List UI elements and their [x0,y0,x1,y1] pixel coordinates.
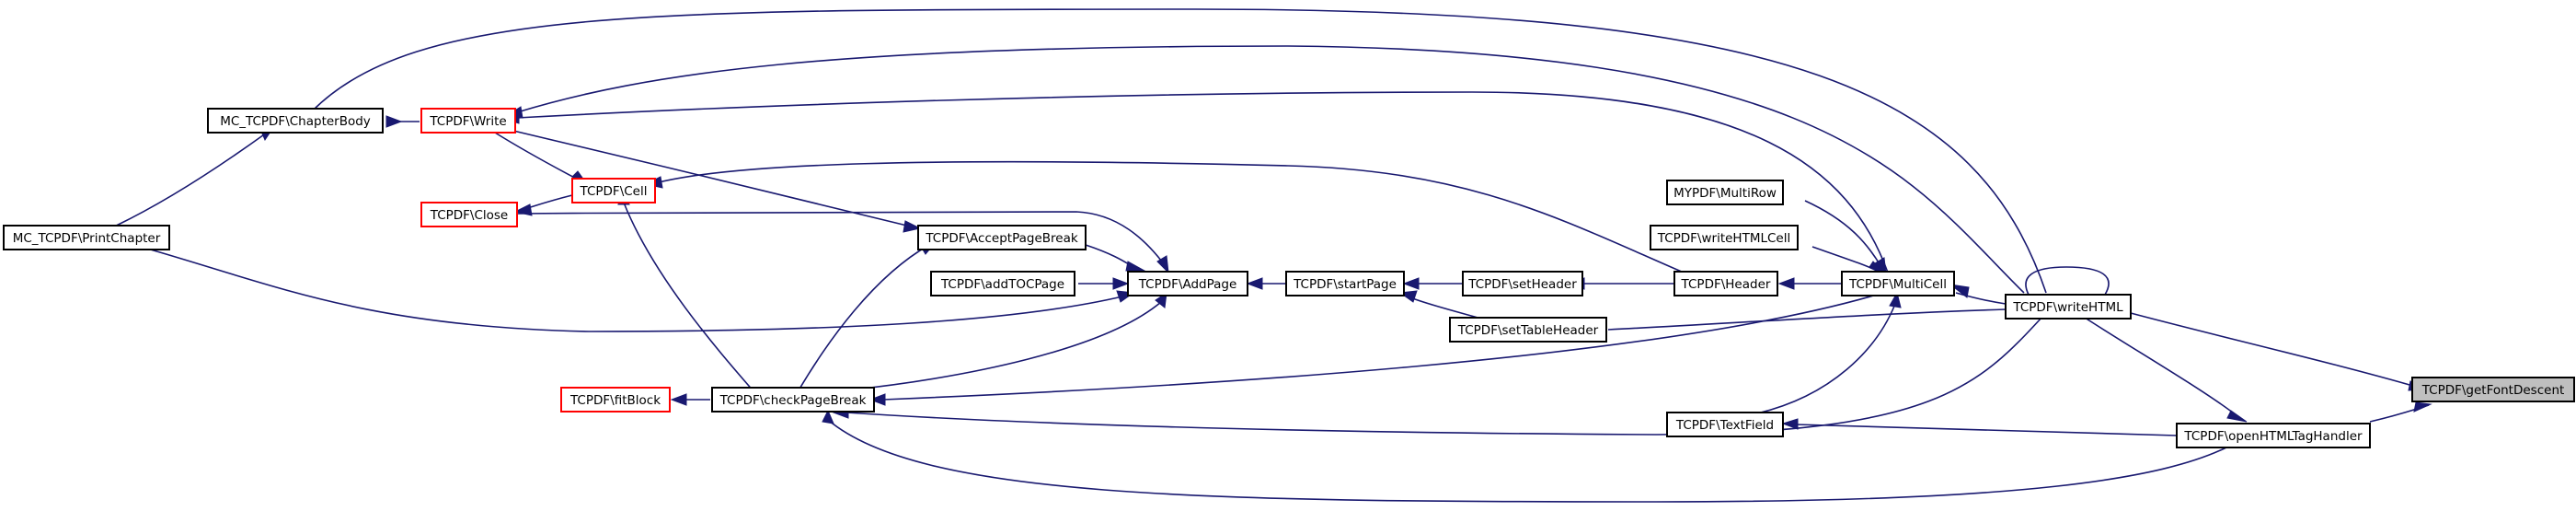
edge-writehtml-write [516,45,2025,294]
arrowhead [385,115,403,128]
edge-writehtml-multicell [1955,292,2007,305]
arrowhead [1777,277,1795,290]
node-setheader[interactable]: TCPDF\setHeader [1462,271,1583,296]
node-fitblock[interactable]: TCPDF\fitBlock [560,387,671,413]
edge-printchapter-addpage [146,248,1123,332]
node-label: TCPDF\setHeader [1467,277,1577,292]
node-openhtmltaghandler[interactable]: TCPDF\openHTMLTagHandler [2176,423,2371,448]
node-label: TCPDF\TextField [1675,418,1774,433]
node-textfield[interactable]: TCPDF\TextField [1666,412,1784,437]
node-printchapter[interactable]: MC_TCPDF\PrintChapter [3,225,170,250]
node-label: TCPDF\Write [429,114,506,129]
node-startpage[interactable]: TCPDF\startPage [1285,271,1405,296]
arrowhead [1402,277,1420,290]
node-writehtml[interactable]: TCPDF\writeHTML [2005,294,2132,320]
node-label: TCPDF\setTableHeader [1457,323,1599,338]
node-label: TCPDF\Close [430,208,509,223]
node-close[interactable]: TCPDF\Close [420,202,518,227]
edge-write-cell [494,132,581,181]
edge-header-cell [658,160,1685,273]
node-label: TCPDF\startPage [1293,277,1397,292]
node-header[interactable]: TCPDF\Header [1673,271,1778,296]
edge-writehtml-self [2025,266,2110,296]
node-label: TCPDF\writeHTMLCell [1657,231,1790,246]
edge-multicell-checkpagebreak [882,294,1878,401]
edge-textfield-multicell [1756,303,1896,414]
edge-writehtml-checkpagebreak [845,316,2043,436]
edge-openhtmltaghandler-checkpagebreak [827,419,2227,503]
node-chapterbody[interactable]: MC_TCPDF\ChapterBody [207,108,384,134]
arrowhead [1125,261,1146,272]
edge-checkpagebreak-cell [623,202,755,393]
nodes: TCPDF\getFontDescent TCPDF\openHTMLTagHa… [3,108,2575,448]
edge-chapterbody-printchapter [109,132,268,229]
edge-writehtml-settableheader [1607,308,2007,331]
node-label: TCPDF\AddPage [1138,277,1237,292]
node-label: TCPDF\addTOCPage [940,277,1064,292]
node-addpage[interactable]: TCPDF\AddPage [1127,271,1248,296]
arrowhead [513,203,533,216]
arrowhead [903,220,922,233]
node-settableheader[interactable]: TCPDF\setTableHeader [1449,317,1607,343]
arrowhead [2413,401,2432,413]
node-multirow[interactable]: MYPDF\MultiRow [1666,180,1784,205]
arrowhead [670,393,687,406]
edge-writehtml-chapterbody [312,8,2047,294]
node-addtocpage[interactable]: TCPDF\addTOCPage [930,271,1075,296]
arrowhead [1246,277,1263,290]
edge-writehtml-openhtmltaghandler [2081,315,2238,417]
edge-checkpagebreak-acceptpagebreak [798,244,930,391]
arrowhead [822,409,834,424]
edge-multirow-multicell [1804,200,1882,268]
node-write[interactable]: TCPDF\Write [420,108,516,134]
arrowhead [1112,277,1130,290]
arrowhead [868,393,886,406]
node-label: TCPDF\writeHTML [2012,300,2123,315]
node-label: MYPDF\MultiRow [1673,186,1777,201]
edge-settableheader-startpage [1407,296,1482,320]
arrowhead [1781,418,1799,430]
edge-writehtmlcell-multicell [1811,246,1878,272]
node-label: TCPDF\getFontDescent [2421,383,2565,398]
node-writehtmlcell[interactable]: TCPDF\writeHTMLCell [1650,225,1799,250]
node-getfontdescent[interactable]: TCPDF\getFontDescent [2411,377,2575,402]
node-acceptpagebreak[interactable]: TCPDF\AcceptPageBreak [917,225,1087,250]
node-label: TCPDF\MultiCell [1848,277,1947,292]
arrowhead [1156,255,1169,274]
edge-writehtml-getfontdescent [2130,312,2417,388]
node-label: TCPDF\AcceptPageBreak [925,231,1078,246]
edge-acceptpagebreak-addpage [1085,244,1134,268]
edge-checkpagebreak-addpage [845,301,1162,391]
arrowhead [2226,410,2248,423]
node-cell[interactable]: TCPDF\Cell [571,178,656,203]
node-multicell[interactable]: TCPDF\MultiCell [1841,271,1955,296]
edge-close-addpage [516,211,1166,266]
node-label: TCPDF\Header [1681,277,1771,292]
node-label: TCPDF\openHTMLTagHandler [2183,429,2363,444]
edge-multicell-write [516,91,1889,273]
edges [109,8,2432,503]
edge-write-acceptpagebreak [512,130,912,227]
node-label: MC_TCPDF\PrintChapter [13,231,161,246]
node-label: TCPDF\Cell [580,184,648,199]
node-label: TCPDF\checkPageBreak [719,393,867,408]
node-label: TCPDF\fitBlock [569,393,661,408]
node-label: MC_TCPDF\ChapterBody [220,114,371,129]
edge-openhtmltaghandler-textfield [1795,424,2178,436]
node-checkpagebreak[interactable]: TCPDF\checkPageBreak [711,387,875,413]
